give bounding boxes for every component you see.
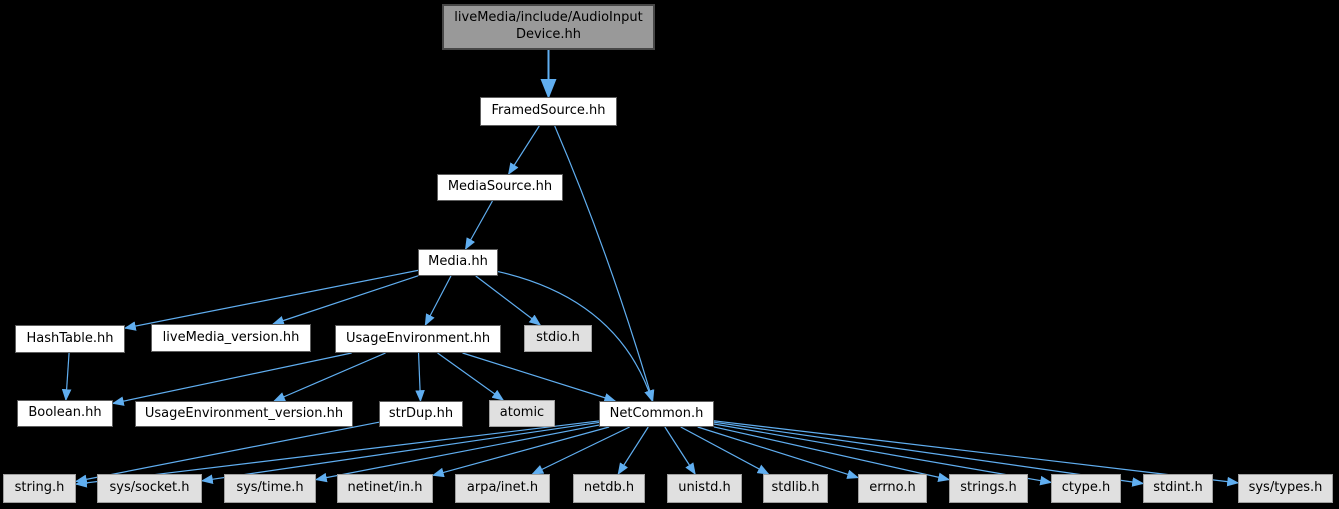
graph-node-hashtable[interactable]: HashTable.hh bbox=[15, 325, 125, 353]
graph-node-label: UsageEnvironment.hh bbox=[345, 330, 491, 346]
graph-node-label: ctype.h bbox=[1061, 480, 1111, 496]
graph-node-media[interactable]: Media.hh bbox=[418, 249, 498, 276]
graph-node-label: stdio.h bbox=[536, 330, 580, 346]
graph-node-label: liveMedia_version.hh bbox=[162, 329, 300, 345]
graph-node-errno: errno.h bbox=[858, 474, 927, 503]
graph-node-ctype: ctype.h bbox=[1051, 474, 1121, 503]
graph-node-netinet_in: netinet/in.h bbox=[337, 474, 433, 503]
graph-node-boolean[interactable]: Boolean.hh bbox=[17, 400, 113, 427]
graph-node-label: stdlib.h bbox=[771, 480, 820, 496]
graph-node-label: unistd.h bbox=[678, 480, 731, 496]
graph-node-label: string.h bbox=[14, 480, 65, 496]
graph-node-label: strDup.hh bbox=[388, 405, 454, 421]
graph-node-label: MediaSource.hh bbox=[447, 179, 553, 195]
graph-node-stdlib: stdlib.h bbox=[763, 474, 828, 503]
graph-node-label: sys/time.h bbox=[236, 480, 304, 496]
graph-node-label: Media.hh bbox=[428, 254, 488, 270]
graph-node-strdup[interactable]: strDup.hh bbox=[379, 401, 463, 427]
graph-node-netdb: netdb.h bbox=[573, 474, 645, 503]
graph-node-sys_socket: sys/socket.h bbox=[97, 474, 202, 503]
graph-node-stdint: stdint.h bbox=[1143, 474, 1213, 503]
graph-node-label: errno.h bbox=[869, 480, 916, 496]
graph-node-label: FramedSource.hh bbox=[491, 103, 606, 119]
graph-node-label: NetCommon.h bbox=[609, 405, 704, 421]
graph-node-label: strings.h bbox=[960, 480, 1017, 496]
graph-node-netcommon[interactable]: NetCommon.h bbox=[599, 401, 714, 427]
graph-node-unistd: unistd.h bbox=[667, 474, 742, 503]
graph-node-usageenvironment_version[interactable]: UsageEnvironment_version.hh bbox=[135, 401, 353, 427]
graph-node-label: liveMedia/include/AudioInput bbox=[454, 10, 643, 26]
graph-node-label: sys/types.h bbox=[1248, 480, 1323, 496]
graph-node-label: arpa/inet.h bbox=[466, 480, 539, 496]
graph-node-livemedia_version[interactable]: liveMedia_version.hh bbox=[151, 324, 311, 352]
graph-node-framedsource[interactable]: FramedSource.hh bbox=[480, 97, 617, 126]
graph-node-string: string.h bbox=[3, 474, 76, 503]
graph-node-atomic: atomic bbox=[489, 400, 555, 427]
graph-node-label: Device.hh bbox=[515, 27, 582, 42]
graph-node-label: UsageEnvironment_version.hh bbox=[144, 405, 344, 421]
graph-node-label: HashTable.hh bbox=[26, 330, 114, 346]
graph-node-strings: strings.h bbox=[949, 474, 1028, 503]
graph-node-label: netinet/in.h bbox=[347, 480, 423, 496]
graph-node-label: Boolean.hh bbox=[28, 405, 102, 421]
graph-node-label: stdint.h bbox=[1153, 480, 1203, 496]
graph-node-arpa_inet: arpa/inet.h bbox=[455, 474, 550, 503]
graph-node-sys_time: sys/time.h bbox=[224, 474, 316, 503]
graph-node-label: sys/socket.h bbox=[109, 480, 190, 496]
graph-node-mediasource[interactable]: MediaSource.hh bbox=[437, 174, 563, 201]
graph-node-label: netdb.h bbox=[583, 480, 635, 496]
graph-node-stdio: stdio.h bbox=[524, 325, 592, 352]
graph-node-sys_types: sys/types.h bbox=[1238, 474, 1333, 503]
graph-node-label: atomic bbox=[499, 405, 545, 421]
graph-node-usageenvironment[interactable]: UsageEnvironment.hh bbox=[335, 325, 501, 353]
